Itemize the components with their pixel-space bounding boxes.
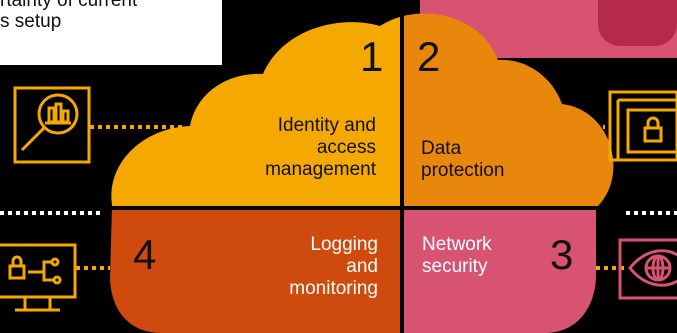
magnifier-chart-icon — [13, 86, 91, 164]
top-note-box — [0, 0, 222, 65]
quadrant-4-label: Logging and monitoring — [236, 234, 378, 300]
pink-panel-corner — [598, 0, 677, 22]
quadrant-4-fill — [110, 208, 402, 333]
quadrant-1-label: Identity and access management — [208, 115, 376, 181]
quadrant-4-number: 4 — [133, 231, 157, 278]
quadrant-2-label-text: Data protection — [421, 138, 505, 181]
eye-globe-icon — [618, 238, 677, 300]
top-note-line-2: s setup — [0, 11, 62, 32]
quadrant-4-label-text: Logging and monitoring — [289, 234, 378, 299]
top-note-text: rtainty of current s setup — [0, 0, 160, 32]
window-lock-icon — [608, 90, 677, 162]
monitor-lock-circuit-icon — [0, 243, 77, 312]
quadrant-1-number: 1 — [360, 33, 384, 80]
quadrant-3-label: Network security — [422, 234, 532, 278]
quadrant-1-label-text: Identity and access management — [265, 115, 376, 180]
quadrant-2-number: 2 — [417, 33, 441, 80]
quadrant-3-number: 3 — [550, 231, 574, 278]
quadrant-2-label: Data protection — [421, 138, 561, 182]
top-note-line-1: rtainty of current — [0, 0, 138, 11]
quadrant-3-label-text: Network security — [422, 234, 492, 277]
quadrant-3-fill — [402, 208, 614, 333]
